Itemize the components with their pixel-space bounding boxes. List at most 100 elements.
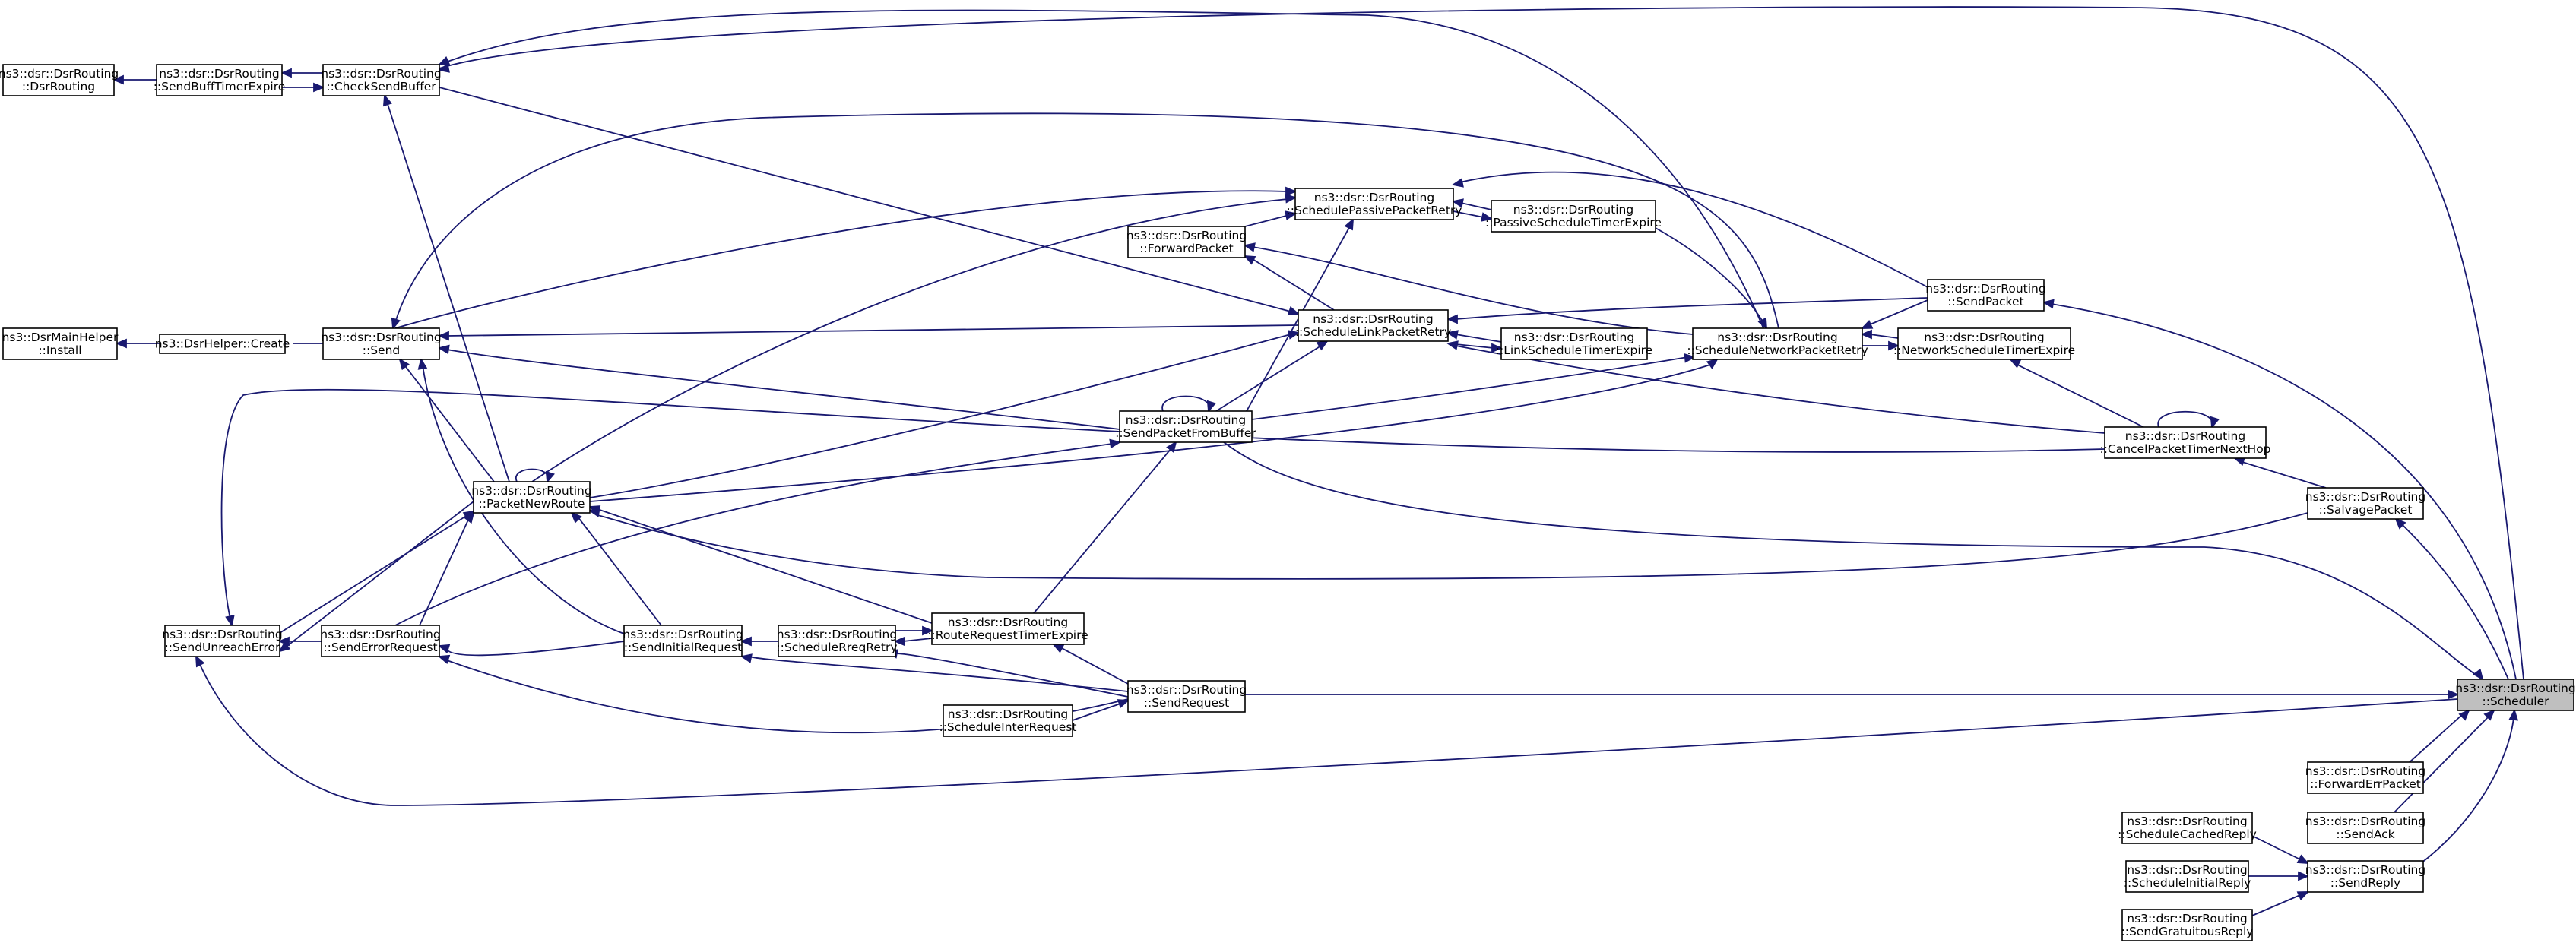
node-namespace-label: ns3::dsr::DsrRouting bbox=[2305, 490, 2425, 504]
node-method-label: ::LinkScheduleTimerExpire bbox=[1496, 343, 1652, 357]
arrow-head-icon bbox=[1344, 217, 1355, 231]
edge-line bbox=[2416, 717, 2514, 867]
edge-schedulepassive-passivescheduletimer bbox=[1453, 210, 1494, 222]
edge-sendpacketfrombuffer-sendpacketfrombuffer bbox=[1161, 395, 1216, 413]
node-box bbox=[473, 481, 591, 514]
arrow-head-icon bbox=[1446, 330, 1459, 340]
node-sendack[interactable]: ns3::dsr::DsrRouting::SendAck bbox=[2305, 812, 2425, 844]
node-scheduler[interactable]: ns3::dsr::DsrRouting::Scheduler bbox=[2455, 679, 2576, 711]
arrow-head-icon bbox=[1451, 178, 1464, 188]
node-schedulereqretry[interactable]: ns3::dsr::DsrRouting::ScheduleRreqRetry bbox=[776, 625, 898, 657]
node-create[interactable]: ns3::DsrHelper::Create bbox=[155, 334, 290, 354]
edge-line bbox=[2157, 410, 2213, 428]
arrow-head-icon bbox=[2296, 854, 2310, 865]
arrow-head-icon bbox=[398, 358, 410, 371]
edge-sendgratuitousreply-sendreply bbox=[2251, 891, 2310, 916]
node-install[interactable]: ns3::DsrMainHelper::Install bbox=[2, 327, 119, 360]
node-schedulenetwork[interactable]: ns3::dsr::DsrRouting::ScheduleNetworkPac… bbox=[1687, 327, 1868, 360]
node-box bbox=[1897, 327, 2071, 360]
edge-line bbox=[2242, 461, 2327, 489]
arrow-head-icon bbox=[1481, 212, 1494, 222]
node-method-label: ::SendUnreachError bbox=[165, 641, 280, 654]
edge-line bbox=[2251, 894, 2301, 916]
edge-line bbox=[394, 190, 1288, 329]
edge-line bbox=[1455, 334, 1502, 343]
arrow-head-icon bbox=[437, 344, 450, 355]
node-checksendbuffer[interactable]: ns3::dsr::DsrRouting::CheckSendBuffer bbox=[321, 64, 442, 96]
edge-checksendbuffer-sendbufftimer bbox=[280, 68, 323, 78]
node-namespace-label: ns3::dsr::DsrRouting bbox=[0, 67, 119, 81]
node-namespace-label: ns3::dsr::DsrRouting bbox=[1126, 229, 1247, 242]
arrow-head-icon bbox=[2458, 709, 2470, 721]
edge-scheduler-checksendbuffer bbox=[437, 6, 2524, 680]
edge-forwardpacket-schedulepassive bbox=[1244, 210, 1298, 227]
edge-schedulenetwork-checksendbuffer bbox=[437, 9, 1764, 329]
node-senderrorrequest[interactable]: ns3::dsr::DsrRouting::SendErrorRequest bbox=[320, 625, 441, 657]
node-dsrrouting[interactable]: ns3::dsr::DsrRouting::DsrRouting bbox=[0, 64, 119, 96]
edge-line bbox=[589, 364, 1711, 502]
node-schedulepassive[interactable]: ns3::dsr::DsrRouting::SchedulePassivePac… bbox=[1287, 188, 1462, 220]
node-box bbox=[2104, 426, 2267, 459]
node-method-label: ::PacketNewRoute bbox=[479, 497, 585, 511]
node-schedulelink[interactable]: ns3::dsr::DsrRouting::ScheduleLinkPacket… bbox=[1295, 309, 1451, 342]
edge-schedulenetwork-networkscheduletimer bbox=[1862, 340, 1900, 351]
node-cancelpackettimer[interactable]: ns3::dsr::DsrRouting::CancelPacketTimerN… bbox=[2099, 426, 2271, 459]
arrow-head-icon bbox=[2298, 871, 2310, 881]
node-forwarderrpacket[interactable]: ns3::dsr::DsrRouting::ForwardErrPacket bbox=[2305, 761, 2425, 794]
arrow-head-icon bbox=[1285, 193, 1298, 204]
node-scheduleinitialreply[interactable]: ns3::dsr::DsrRouting::ScheduleInitialRep… bbox=[2124, 860, 2251, 893]
node-networkscheduletimer[interactable]: ns3::dsr::DsrRouting::NetworkScheduleTim… bbox=[1893, 327, 2075, 360]
edge-linkscheduletimer-schedulelink bbox=[1446, 330, 1502, 343]
edge-salvagepacket-cancelpackettimer bbox=[2232, 456, 2327, 489]
arrow-head-icon bbox=[2042, 299, 2055, 309]
node-sendpacket[interactable]: ns3::dsr::DsrRouting::SendPacket bbox=[1925, 279, 2046, 312]
arrow-head-icon bbox=[1285, 210, 1298, 220]
node-forwardpacket[interactable]: ns3::dsr::DsrRouting::ForwardPacket bbox=[1126, 226, 1247, 258]
edge-schedulenetwork-send bbox=[391, 112, 1779, 331]
edge-line bbox=[386, 101, 510, 482]
edge-line bbox=[1455, 297, 1928, 320]
node-namespace-label: ns3::dsr::DsrRouting bbox=[2305, 815, 2425, 828]
edge-schedulenetwork-forwardpacket bbox=[1243, 242, 1694, 335]
node-method-label: ::SendGratuitousReply bbox=[2121, 925, 2254, 938]
node-sendbufftimer[interactable]: ns3::dsr::DsrRouting::SendBuffTimerExpir… bbox=[154, 64, 286, 96]
node-method-label: ::SendBuffTimerExpire bbox=[154, 80, 286, 93]
node-sendrequest[interactable]: ns3::dsr::DsrRouting::SendRequest bbox=[1126, 680, 1247, 713]
arrow-head-icon bbox=[1243, 242, 1256, 252]
node-namespace-label: ns3::dsr::DsrRouting bbox=[1126, 413, 1246, 427]
node-routerequesttimer[interactable]: ns3::dsr::DsrRouting::RouteRequestTimerE… bbox=[927, 612, 1088, 645]
edge-line bbox=[515, 468, 549, 482]
node-passivescheduletimer[interactable]: ns3::dsr::DsrRouting::PassiveScheduleTim… bbox=[1485, 200, 1662, 233]
edge-line bbox=[2409, 713, 2464, 763]
node-sendpacketfrombuffer[interactable]: ns3::dsr::DsrRouting::SendPacketFromBuff… bbox=[1115, 410, 1256, 443]
edge-line bbox=[1868, 299, 1928, 326]
node-box bbox=[931, 612, 1085, 645]
node-schedulecachedreply[interactable]: ns3::dsr::DsrRouting::ScheduleCachedRepl… bbox=[2118, 812, 2257, 844]
edge-sendpacket-schedulenetwork bbox=[1860, 299, 1928, 329]
arrow-head-icon bbox=[1206, 400, 1216, 413]
node-sendreply[interactable]: ns3::dsr::DsrRouting::SendReply bbox=[2305, 860, 2425, 893]
node-sendgratuitousreply[interactable]: ns3::dsr::DsrRouting::SendGratuitousRepl… bbox=[2121, 909, 2254, 941]
node-sendunreacherror[interactable]: ns3::dsr::DsrRouting::SendUnreachError bbox=[162, 625, 283, 657]
node-box bbox=[2307, 487, 2424, 520]
node-sendinitialrequest[interactable]: ns3::dsr::DsrRouting::SendInitialRequest bbox=[623, 625, 743, 657]
node-method-label: ::ScheduleRreqRetry bbox=[776, 641, 897, 654]
edge-sendpacket-schedulelink bbox=[1446, 297, 1928, 324]
node-method-label: ::SchedulePassivePacketRetry bbox=[1287, 204, 1462, 217]
node-scheduleinterrequest[interactable]: ns3::dsr::DsrRouting::ScheduleInterReque… bbox=[939, 704, 1077, 737]
node-method-label: ::ScheduleInterRequest bbox=[939, 720, 1076, 734]
edge-sendrequest-sendinitialrequest bbox=[740, 653, 1129, 692]
edge-line bbox=[2051, 303, 2517, 680]
node-box bbox=[1127, 226, 1246, 258]
edge-line bbox=[1033, 448, 1172, 614]
node-send[interactable]: ns3::dsr::DsrRouting::Send bbox=[321, 327, 442, 360]
node-packetnewroute[interactable]: ns3::dsr::DsrRouting::PacketNewRoute bbox=[471, 481, 592, 514]
node-namespace-label: ns3::dsr::DsrRouting bbox=[1717, 331, 1837, 344]
node-linkscheduletimer[interactable]: ns3::dsr::DsrRouting::LinkScheduleTimerE… bbox=[1496, 327, 1652, 360]
node-namespace-label: ns3::dsr::DsrRouting bbox=[777, 628, 897, 641]
edge-routerequesttimer-schedulereqretry bbox=[893, 636, 933, 647]
node-method-label: ::PassiveScheduleTimerExpire bbox=[1485, 216, 1662, 229]
node-salvagepacket[interactable]: ns3::dsr::DsrRouting::SalvagePacket bbox=[2305, 487, 2425, 520]
edge-line bbox=[577, 516, 662, 626]
edge-line bbox=[895, 653, 1129, 698]
